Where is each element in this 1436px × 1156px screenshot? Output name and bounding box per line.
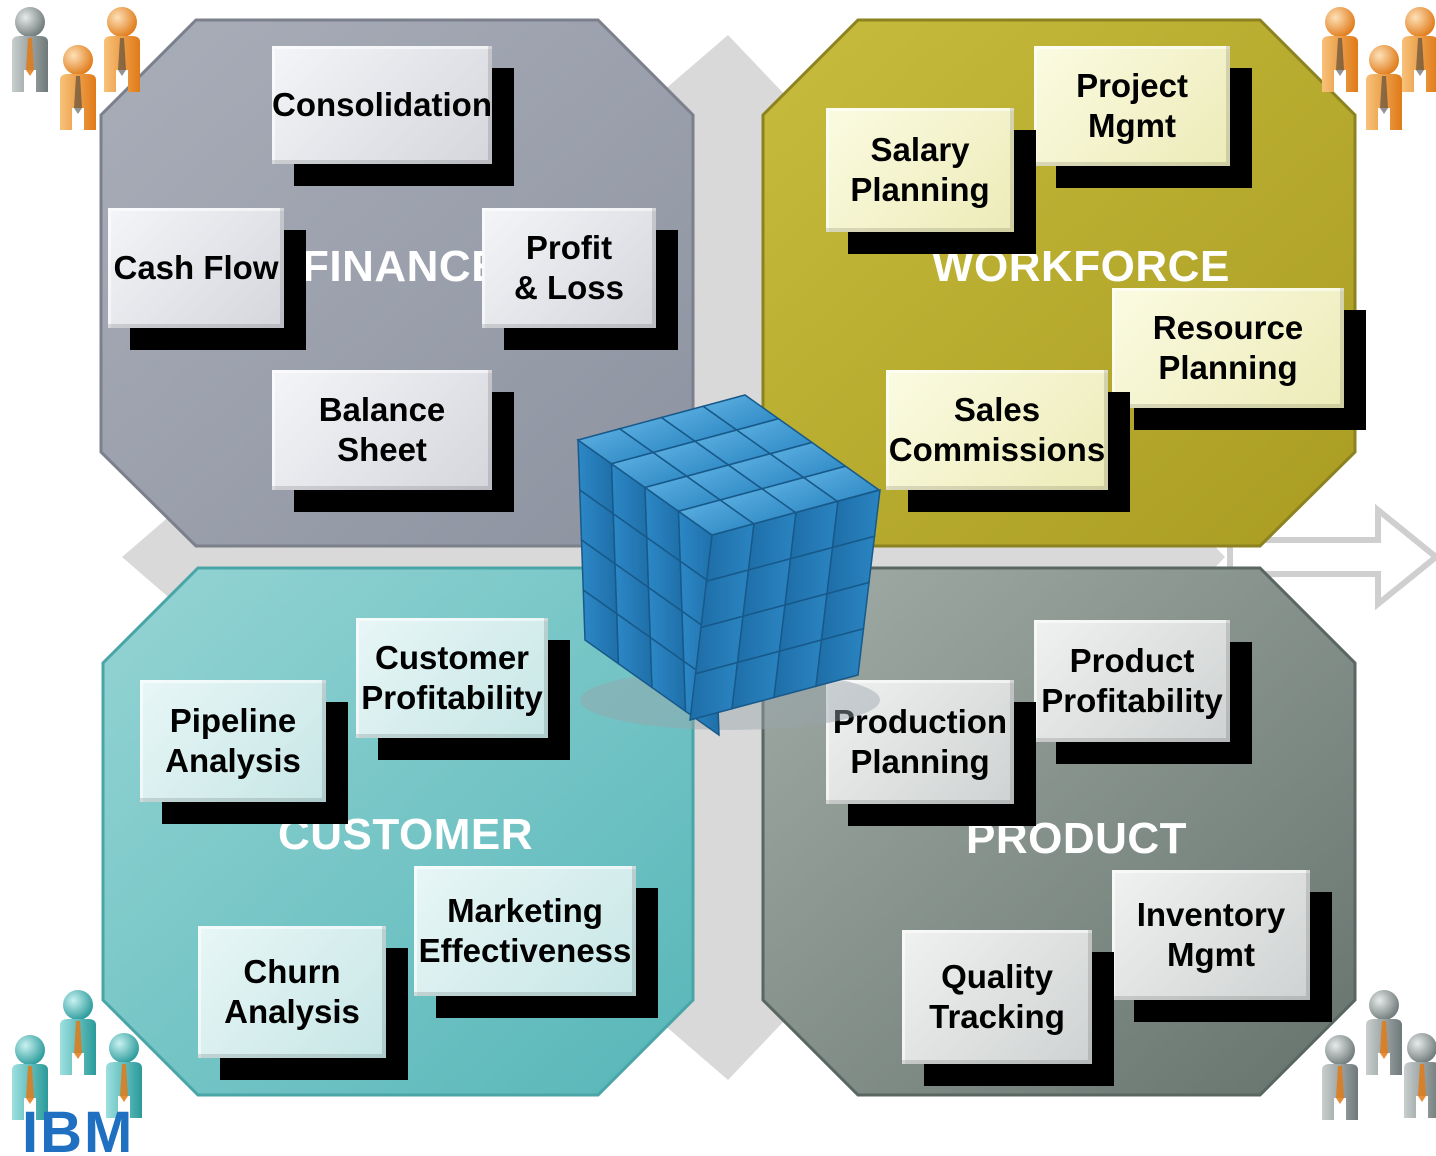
ibm-logo-text: IBM: [22, 1100, 134, 1156]
marketing-effectiveness-box[interactable]: Marketing Effectiveness: [414, 866, 658, 1018]
box-label-line: Sales: [953, 391, 1041, 428]
box-label-line: Inventory: [1136, 896, 1286, 933]
balance-sheet-box[interactable]: Balance Sheet: [272, 370, 514, 512]
box-label-line: Commissions: [888, 431, 1106, 468]
box-label-line: Sheet: [337, 431, 427, 468]
box-label-line: Cash Flow: [113, 249, 279, 286]
box-label-line: Marketing: [447, 892, 603, 929]
box-label-line: Salary: [870, 131, 970, 168]
box-label-line: Profit: [525, 229, 613, 266]
box-label-line: Profitability: [1041, 682, 1223, 719]
product-profitability-box[interactable]: Product Profitability: [1034, 620, 1252, 764]
box-label-line: Profitability: [361, 679, 543, 716]
box-label-line: Churn: [243, 953, 341, 990]
finance-title: FINANCE: [302, 242, 502, 291]
box-label-line: Analysis: [224, 993, 360, 1030]
quality-tracking-box[interactable]: Quality Tracking: [902, 930, 1114, 1086]
sales-commissions-box[interactable]: Sales Commissions: [886, 370, 1130, 512]
project-mgmt-box[interactable]: Project Mgmt: [1034, 46, 1252, 188]
box-label-line: Mgmt: [1088, 107, 1176, 144]
box-label-line: Production: [832, 703, 1008, 740]
box-label-line: Mgmt: [1167, 936, 1255, 973]
ibm-logo: IBM: [22, 1100, 134, 1156]
box-label-line: Planning: [1158, 349, 1298, 386]
consolidation-box[interactable]: Consolidation: [272, 46, 514, 186]
pipeline-analysis-box[interactable]: Pipeline Analysis: [140, 680, 348, 824]
box-label-line: Balance: [318, 391, 446, 428]
box-label-line: Pipeline: [169, 702, 297, 739]
box-label-line: Customer: [374, 639, 530, 676]
box-label-line: Project: [1076, 67, 1188, 104]
box-label-line: Analysis: [165, 742, 301, 779]
box-label-line: Planning: [850, 171, 990, 208]
inventory-mgmt-box[interactable]: Inventory Mgmt: [1112, 870, 1332, 1022]
box-label-line: Quality: [941, 958, 1053, 995]
box-label-line: Tracking: [929, 998, 1065, 1035]
production-planning-box[interactable]: Production Planning: [826, 680, 1036, 826]
profit-loss-box[interactable]: Profit & Loss: [482, 208, 678, 350]
resource-planning-box[interactable]: Resource Planning: [1112, 288, 1366, 430]
box-label-line: Resource: [1152, 309, 1304, 346]
churn-analysis-box[interactable]: Churn Analysis: [198, 926, 408, 1080]
box-label-line: & Loss: [513, 269, 625, 306]
cash-flow-box[interactable]: Cash Flow: [108, 208, 306, 350]
customer-profitability-box[interactable]: Customer Profitability: [356, 618, 570, 760]
box-label-line: Effectiveness: [418, 932, 632, 969]
box-label-line: Planning: [850, 743, 990, 780]
box-label-line: Consolidation: [272, 86, 492, 123]
box-label-line: Product: [1069, 642, 1195, 679]
salary-planning-box[interactable]: Salary Planning: [826, 108, 1036, 254]
